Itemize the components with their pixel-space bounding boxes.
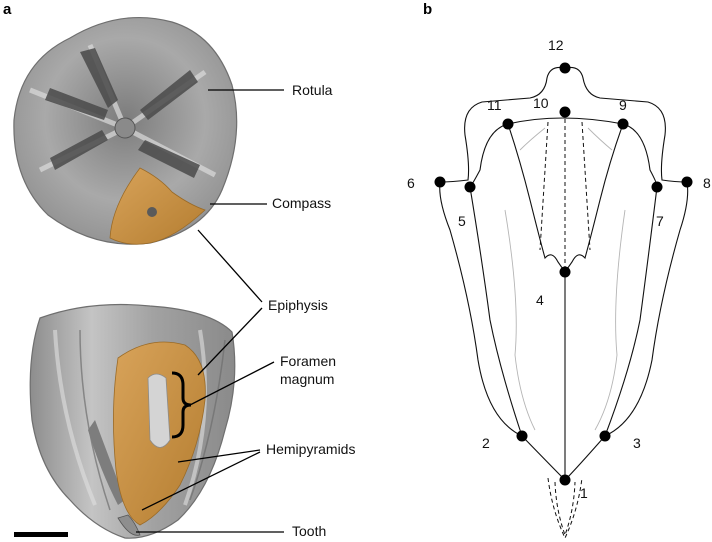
landmark-label-11: 11 <box>487 97 502 113</box>
landmark-8 <box>681 176 693 188</box>
epiphysis-top-highlight <box>109 167 206 245</box>
panel-letter-a: a <box>3 1 12 18</box>
label-tooth: Tooth <box>292 523 326 539</box>
landmark-label-3: 3 <box>633 435 641 451</box>
landmark-label-1: 1 <box>580 485 588 501</box>
foramen-magnum-shape <box>147 373 171 448</box>
landmark-12 <box>559 62 571 74</box>
landmark-1 <box>559 474 571 486</box>
landmark-label-9: 9 <box>619 97 627 113</box>
landmark-label-5: 5 <box>458 213 466 229</box>
landmark-label-2: 2 <box>482 435 490 451</box>
landmark-10 <box>559 106 571 118</box>
landmark-9 <box>617 118 629 130</box>
landmark-label-12: 12 <box>548 37 564 53</box>
landmark-label-10: 10 <box>533 95 549 111</box>
landmarks <box>434 62 693 486</box>
label-epiphysis: Epiphysis <box>268 297 328 313</box>
landmark-5 <box>464 181 476 193</box>
landmark-label-6: 6 <box>407 175 415 191</box>
label-foramen-line1: Foramen <box>280 353 336 369</box>
landmark-6 <box>434 176 446 188</box>
landmark-7 <box>651 181 663 193</box>
panel-letter-b: b <box>423 1 432 18</box>
landmark-3 <box>599 430 611 442</box>
landmark-label-4: 4 <box>536 292 544 308</box>
leader-lines <box>136 89 284 533</box>
hemipyramid-outline-drawing <box>439 66 689 540</box>
label-compass: Compass <box>272 195 331 211</box>
scale-bar <box>14 532 68 537</box>
lantern-top-view <box>13 17 238 245</box>
label-foramen-line2: magnum <box>280 371 334 387</box>
landmark-4 <box>559 266 571 278</box>
label-rotula: Rotula <box>292 82 333 98</box>
tooth-tip <box>117 514 141 536</box>
landmark-2 <box>516 430 528 442</box>
landmark-label-8: 8 <box>703 175 711 191</box>
landmark-label-7: 7 <box>656 213 664 229</box>
landmark-11 <box>502 118 514 130</box>
lantern-side-view <box>29 303 236 539</box>
label-hemipyramids: Hemipyramids <box>266 441 355 457</box>
